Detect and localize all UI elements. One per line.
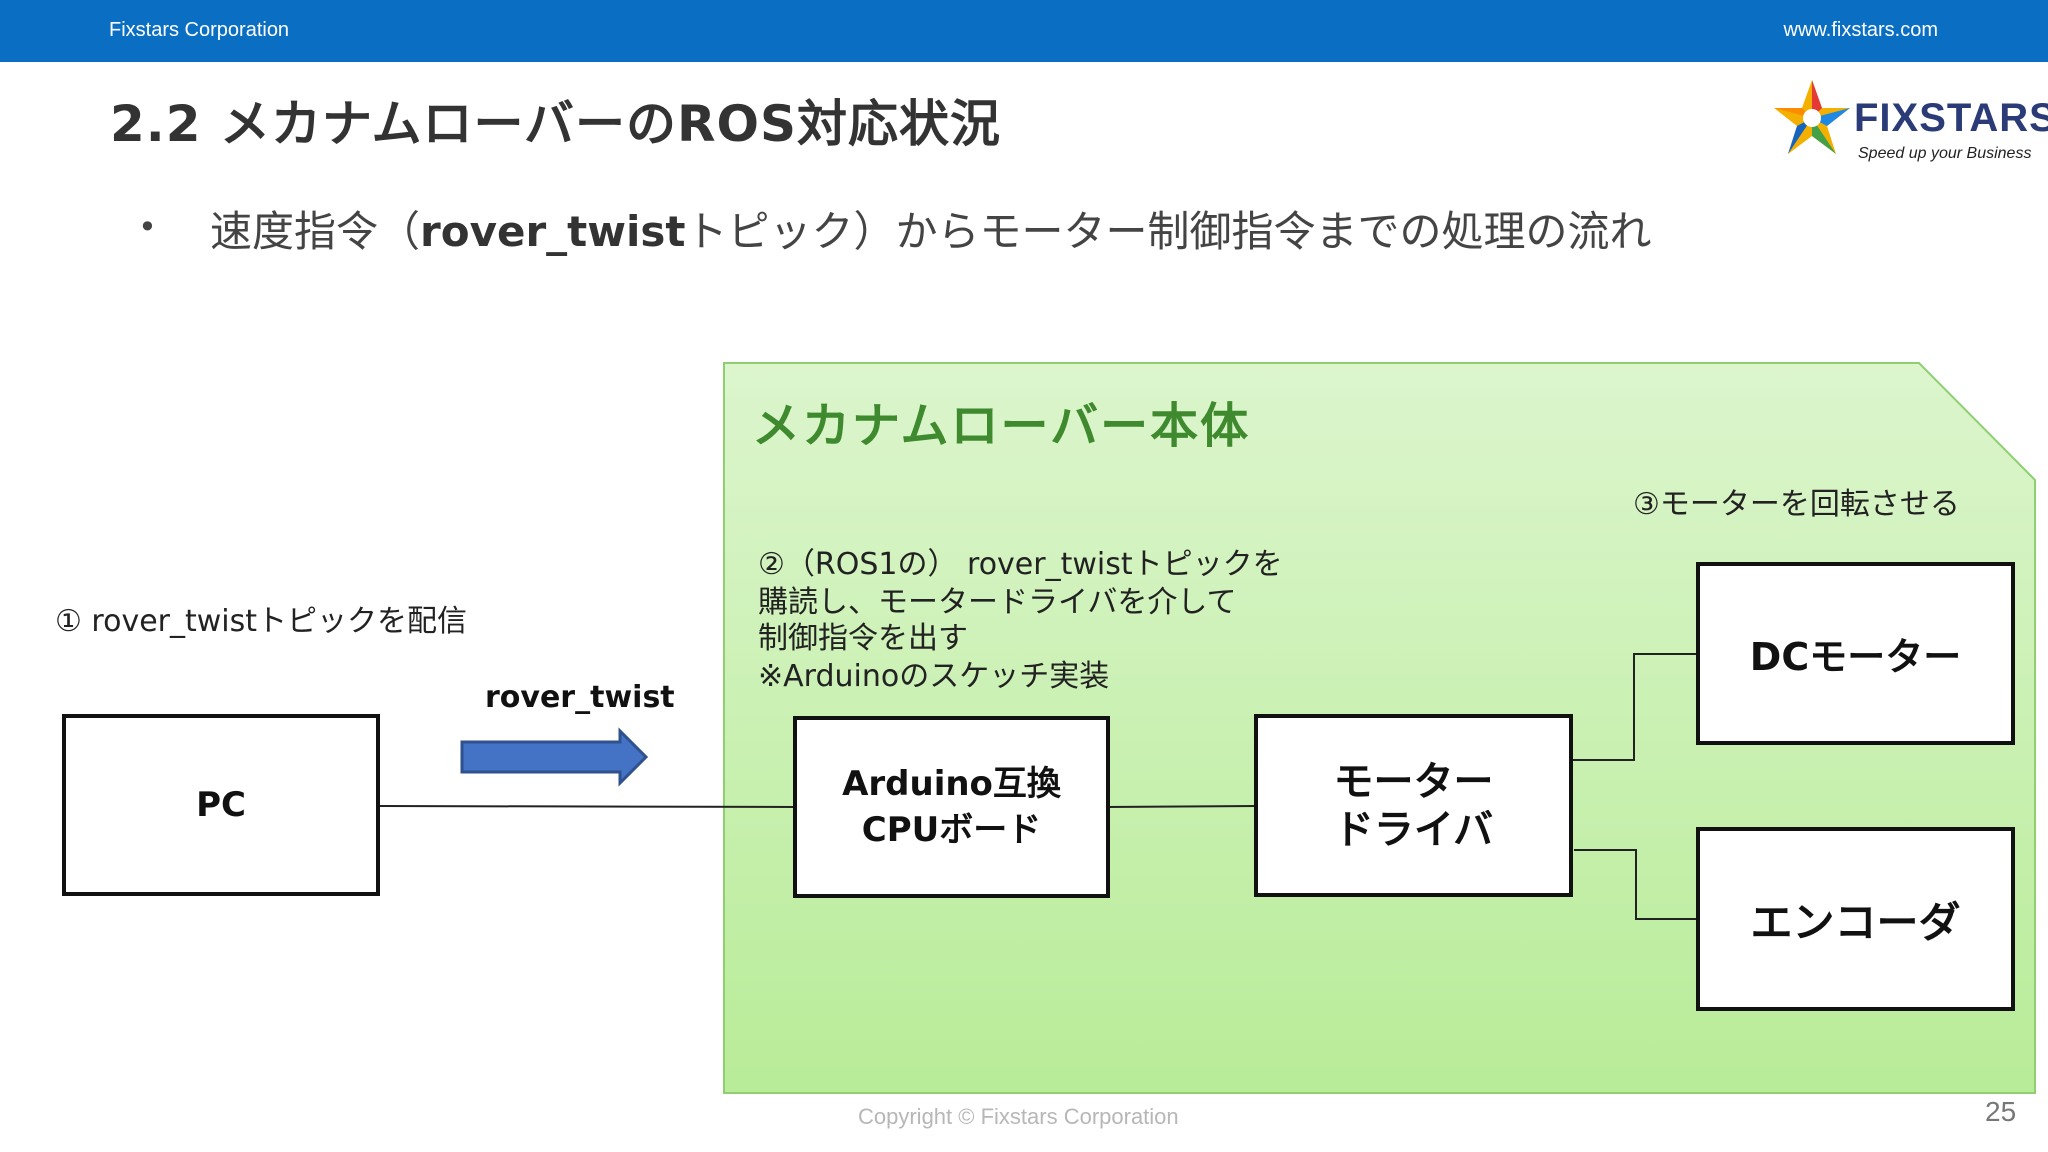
encoder-label: エンコーダ <box>1750 897 1961 947</box>
encoder-box: エンコーダ <box>1696 827 2015 1011</box>
step2-line3: 制御指令を出す <box>758 621 968 656</box>
dc-motor-label: DCモーター <box>1749 635 1962 679</box>
bullet-marker: • <box>138 208 157 246</box>
page-number: 25 <box>1985 1096 2017 1127</box>
arrow-label: rover_twist <box>485 680 675 715</box>
company-url: www.fixstars.com <box>1783 19 1938 41</box>
copyright: Copyright © Fixstars Corporation <box>858 1104 1179 1129</box>
motor-driver-label: モーター ドライバ <box>1333 758 1494 853</box>
rover-body-title: メカナムローバー本体 <box>752 398 1251 454</box>
step3-label: ③モーターを回転させる <box>1633 487 1960 522</box>
arduino-box: Arduino互換 CPUボード <box>793 716 1110 898</box>
step1-label: ① rover_twistトピックを配信 <box>55 604 468 639</box>
bullet-text: 速度指令（rover_twistトピック）からモーター制御指令までの処理の流れ <box>210 198 1652 259</box>
logo-tagline: Speed up your Business <box>1858 145 2032 162</box>
step2-line1: ②（ROS1の） rover_twistトピックを <box>758 547 1283 582</box>
fixstars-logo: FIXSTARS Speed up your Business <box>1772 78 2048 168</box>
bullet-suffix: トピック）からモーター制御指令までの処理の流れ <box>685 207 1652 256</box>
pc-label: PC <box>196 785 246 825</box>
company-name: Fixstars Corporation <box>109 19 290 41</box>
dc-motor-box: DCモーター <box>1696 562 2015 745</box>
step2-line4: ※Arduinoのスケッチ実装 <box>758 659 1110 694</box>
logo-wordmark: FIXSTARS <box>1854 96 2048 140</box>
flow-arrow-icon <box>460 727 649 787</box>
header-bar: Fixstars Corporation www.fixstars.com <box>0 0 2048 62</box>
motor-driver-box: モーター ドライバ <box>1254 714 1573 897</box>
arduino-label: Arduino互換 CPUボード <box>842 764 1061 850</box>
step2-line2: 購読し、モータードライバを介して <box>758 585 1237 620</box>
pc-box: PC <box>62 714 380 896</box>
bullet-topic: rover_twist <box>420 207 686 256</box>
star-logo-icon <box>1774 80 1850 154</box>
slide-title: 2.2 メカナムローバーのROS対応状況 <box>110 95 1001 153</box>
bullet-prefix: 速度指令（ <box>210 207 421 256</box>
